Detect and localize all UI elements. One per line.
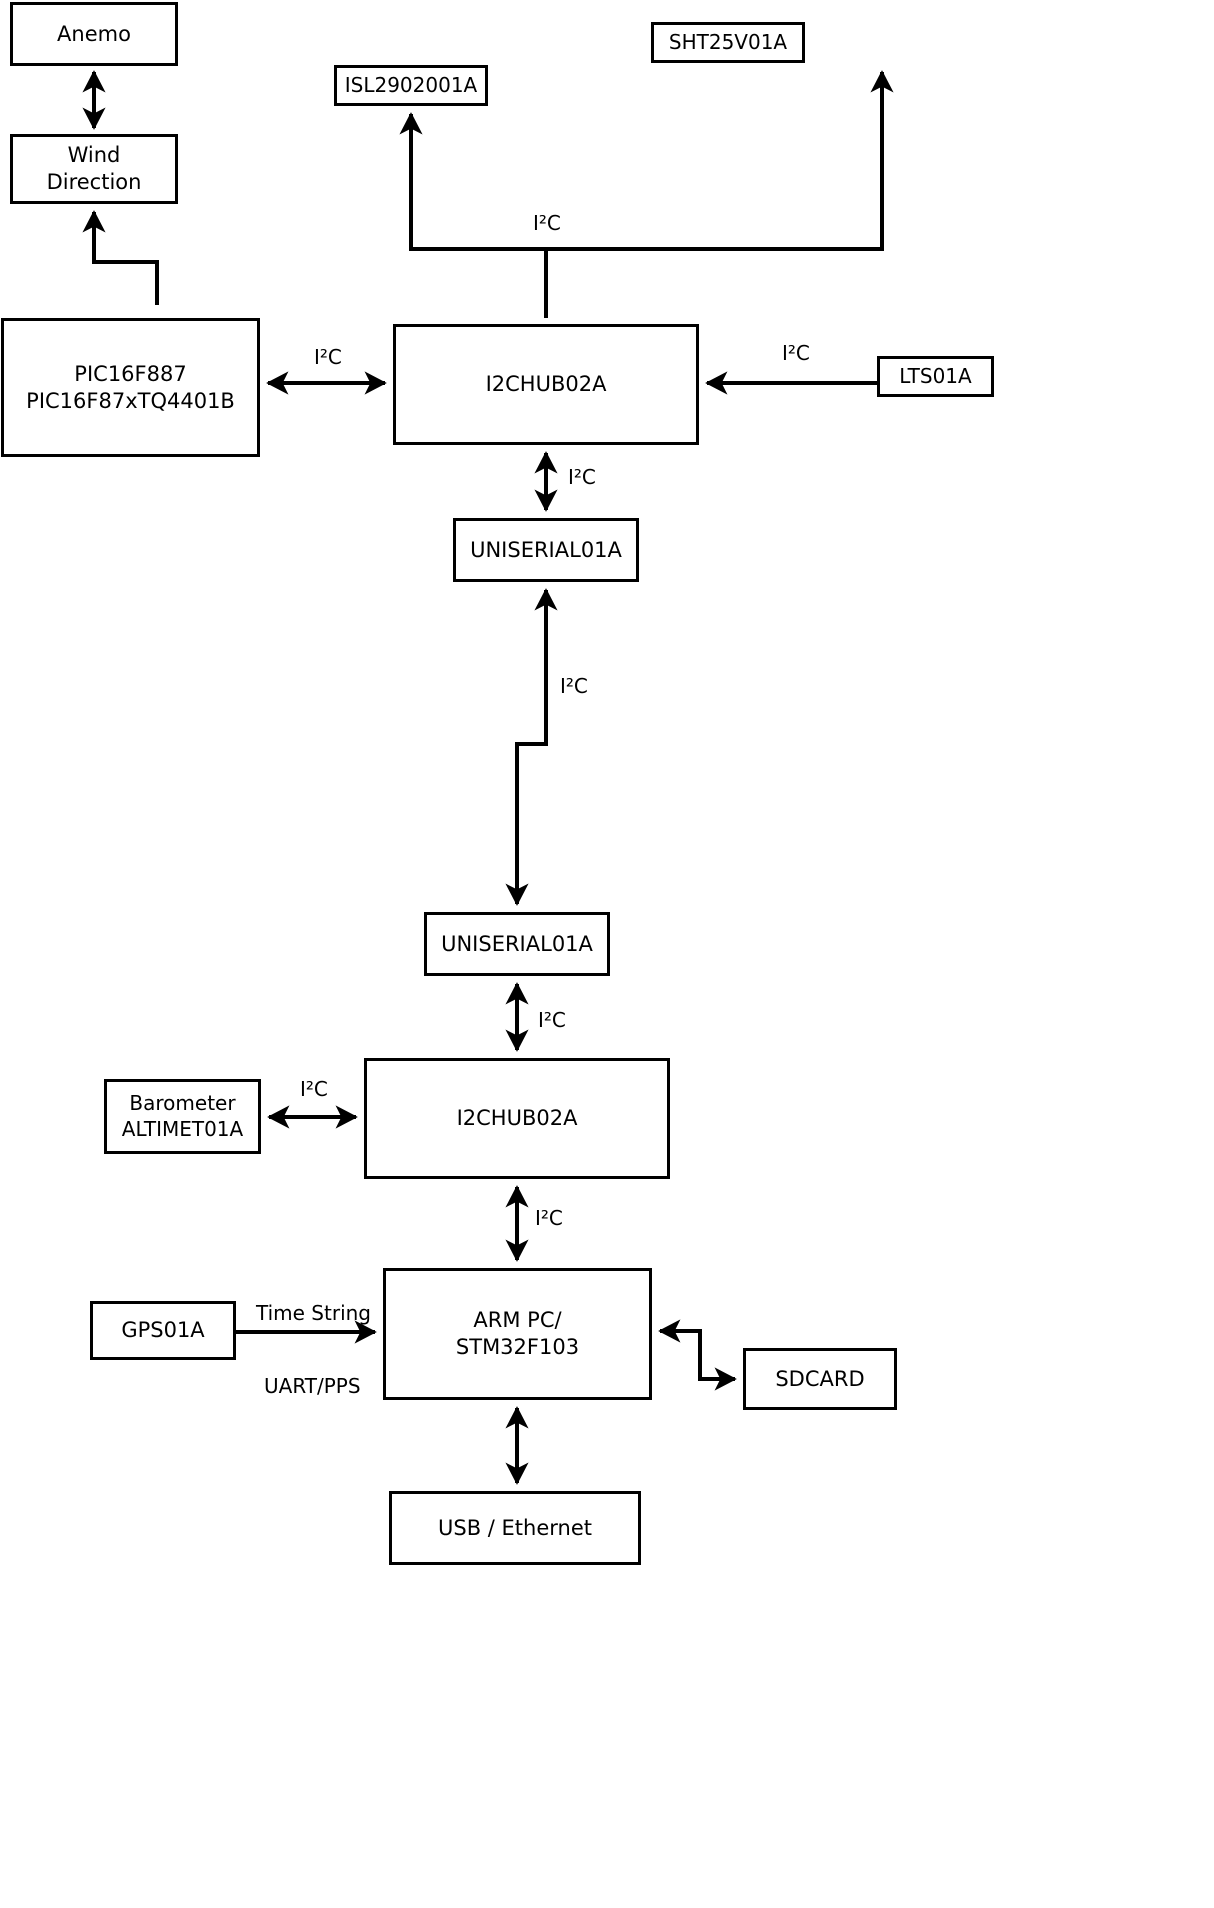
node-usb-ethernet-label: USB / Ethernet: [438, 1515, 592, 1540]
node-pic-microcontroller[interactable]: PIC16F887 PIC16F87xTQ4401B: [1, 318, 260, 457]
node-i2chub02a-bottom[interactable]: I2CHUB02A: [364, 1058, 670, 1179]
node-uniserial01a-lower-label: UNISERIAL01A: [441, 931, 593, 956]
wire-arm-sdcard-in: [658, 1319, 702, 1379]
edge-label-time-string: Time String: [256, 1301, 371, 1325]
edge-label-pic-hub: I²C: [314, 345, 342, 369]
node-gps01a-label: GPS01A: [121, 1318, 205, 1343]
node-sdcard[interactable]: SDCARD: [743, 1348, 897, 1410]
wire-bus-isl: [399, 112, 546, 251]
edge-label-hub-top-bus: I²C: [533, 211, 561, 235]
node-uniserial01a-upper[interactable]: UNISERIAL01A: [453, 518, 639, 582]
node-usb-ethernet[interactable]: USB / Ethernet: [389, 1491, 641, 1565]
node-i2chub02a-top[interactable]: I2CHUB02A: [393, 324, 699, 445]
node-pic-microcontroller-label: PIC16F887 PIC16F87xTQ4401B: [26, 361, 235, 413]
node-barometer-altimet01a[interactable]: Barometer ALTIMET01A: [104, 1079, 261, 1154]
node-isl2902001a[interactable]: ISL2902001A: [334, 65, 488, 106]
node-wind-direction-label: Wind Direction: [46, 143, 142, 194]
node-anemo-label: Anemo: [57, 21, 131, 46]
node-gps01a[interactable]: GPS01A: [90, 1301, 236, 1360]
node-sht25v01a[interactable]: SHT25V01A: [651, 22, 805, 63]
edge-label-uniserial-lower-hub: I²C: [538, 1008, 566, 1032]
node-uniserial01a-lower[interactable]: UNISERIAL01A: [424, 912, 610, 976]
node-lts01a-label: LTS01A: [899, 363, 972, 388]
node-lts01a[interactable]: LTS01A: [877, 356, 994, 397]
wire-arm-sdcard-out: [698, 1331, 737, 1391]
node-i2chub02a-top-label: I2CHUB02A: [485, 372, 607, 397]
node-arm-pc-stm32f103[interactable]: ARM PC/ STM32F103: [383, 1268, 652, 1400]
node-anemo[interactable]: Anemo: [10, 2, 178, 66]
node-wind-direction[interactable]: Wind Direction: [10, 134, 178, 204]
node-sht25v01a-label: SHT25V01A: [668, 29, 788, 54]
node-barometer-altimet01a-label: Barometer ALTIMET01A: [121, 1090, 244, 1141]
node-isl2902001a-label: ISL2902001A: [344, 72, 478, 97]
edge-label-hub-arm: I²C: [535, 1206, 563, 1230]
edge-label-uart-pps: UART/PPS: [264, 1374, 361, 1398]
edge-label-hub-lts: I²C: [782, 341, 810, 365]
node-i2chub02a-bottom-label: I2CHUB02A: [456, 1106, 578, 1131]
node-sdcard-label: SDCARD: [775, 1366, 865, 1391]
edge-label-barometer-hub: I²C: [300, 1077, 328, 1101]
node-uniserial01a-upper-label: UNISERIAL01A: [470, 537, 622, 562]
node-arm-pc-stm32f103-label: ARM PC/ STM32F103: [455, 1308, 580, 1359]
wire-uni1-uni2: [505, 588, 558, 906]
edge-label-uniserial-uniserial: I²C: [560, 674, 588, 698]
wire-pic-winddir: [82, 210, 159, 305]
wire-hubtop-bus: [544, 70, 894, 318]
edge-label-hub-uniserial-upper: I²C: [568, 465, 596, 489]
